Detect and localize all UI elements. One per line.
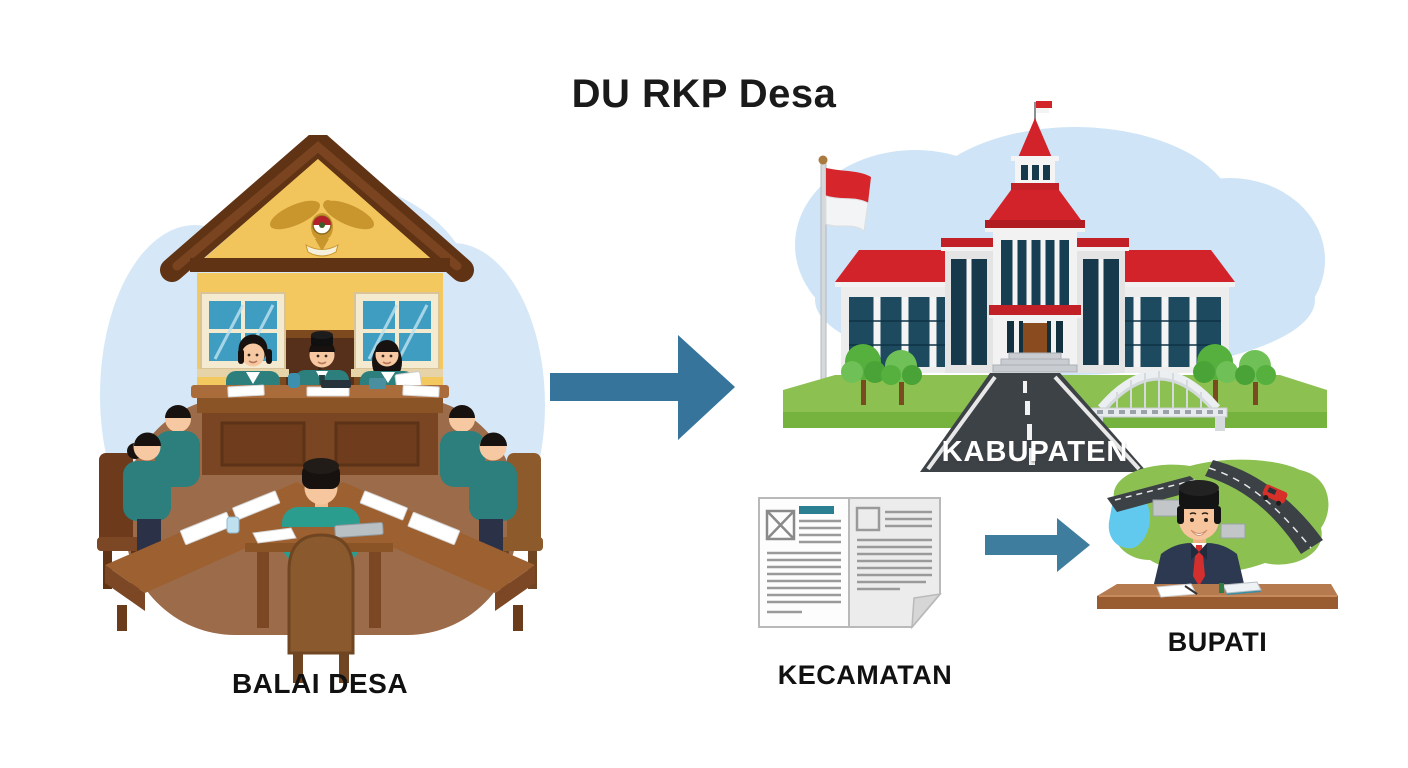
garuda-emblem-icon	[270, 200, 374, 257]
kabupaten-scene: KABUPATEN	[775, 90, 1340, 480]
bupati-figure	[1153, 480, 1245, 588]
village-hall-meeting-illustration	[97, 135, 545, 683]
balai-desa-label: BALAI DESA	[231, 668, 409, 699]
page-title: DU RKP Desa	[571, 72, 837, 116]
window-left	[197, 292, 289, 377]
secretary-desk-group	[243, 458, 395, 683]
kabupaten-label: KABUPATEN	[941, 436, 1129, 468]
trees	[841, 344, 1276, 405]
document-pages	[758, 497, 942, 630]
kecamatan-label: KECAMATAN	[777, 660, 953, 690]
desk	[1097, 581, 1338, 609]
regent-at-desk-illustration	[1097, 459, 1338, 609]
kecamatan-scene: KECAMATAN	[750, 478, 980, 693]
balai-desa-scene: BALAI DESA	[85, 135, 555, 710]
arrow-kecamatan-to-bupati-icon	[983, 515, 1093, 582]
arch-bridge	[1090, 370, 1228, 431]
head-table	[191, 373, 449, 475]
right-side-table-group	[303, 405, 543, 631]
district-government-building-illustration	[783, 101, 1327, 472]
kabupaten-building	[835, 101, 1235, 373]
left-side-table-group	[97, 405, 337, 631]
road	[920, 373, 1147, 472]
bupati-label: BUPATI	[1167, 627, 1268, 657]
bupati-scene: BUPATI	[1095, 448, 1340, 663]
arrow-balai-to-kabupaten-icon	[548, 333, 738, 448]
document-illustration	[758, 497, 942, 630]
